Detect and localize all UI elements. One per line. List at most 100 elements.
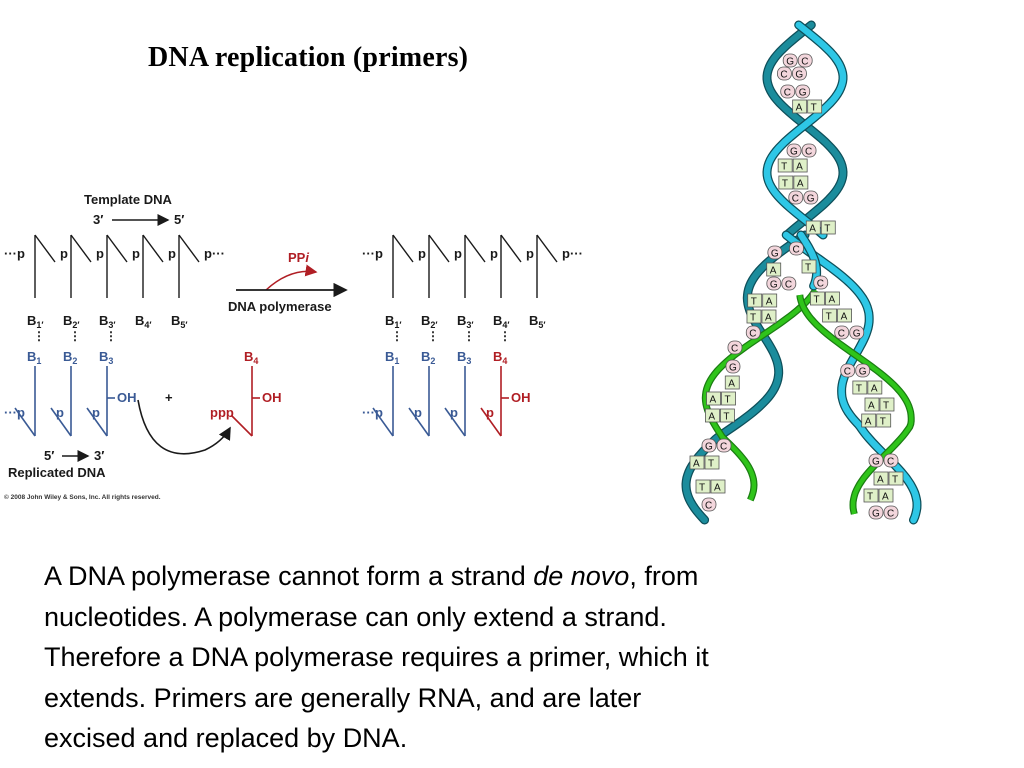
base-g: G: [701, 438, 717, 453]
ppi-release-arrow: [265, 264, 318, 291]
replicated-phosphodiester-link: [86, 407, 108, 437]
base-t: T: [852, 380, 868, 395]
template-phosphate: p: [132, 246, 140, 261]
base-t: T: [746, 309, 762, 324]
template-base: B1′: [27, 313, 44, 330]
base-g: G: [782, 53, 798, 68]
base-a: A: [710, 479, 726, 494]
base-t: T: [879, 397, 895, 412]
svg-text:G: G: [853, 329, 861, 340]
svg-text:T: T: [892, 475, 898, 486]
base-a: A: [793, 175, 809, 190]
base-g: G: [786, 143, 802, 158]
base-a: A: [705, 408, 720, 423]
base-t: T: [876, 413, 892, 428]
svg-text:G: G: [799, 88, 807, 99]
base-g: G: [868, 453, 884, 468]
three-prime-hydroxyl: OH: [511, 390, 531, 405]
svg-text:T: T: [813, 295, 819, 306]
base-c: C: [716, 438, 732, 453]
body-paragraph: A DNA polymerase cannot form a strand de…: [44, 556, 944, 759]
replicated-strand-start: ···p: [362, 405, 383, 420]
svg-text:G: G: [786, 57, 794, 68]
svg-text:T: T: [751, 297, 757, 308]
svg-text:C: C: [731, 344, 738, 355]
base-c: C: [727, 340, 743, 355]
svg-text:C: C: [817, 279, 824, 290]
svg-text:C: C: [784, 88, 791, 99]
svg-text:A: A: [766, 297, 773, 308]
template-phosphate: p: [60, 246, 68, 261]
base-t: T: [863, 488, 879, 503]
replicated-phosphate: p: [56, 405, 64, 420]
svg-text:T: T: [699, 483, 705, 494]
template-phosphodiester-link: [178, 234, 200, 263]
svg-text:G: G: [771, 249, 779, 260]
svg-text:T: T: [811, 103, 817, 114]
svg-text:G: G: [859, 367, 867, 378]
three-prime-hydroxyl: OH: [117, 390, 137, 405]
template-dir-start: 3′: [93, 212, 103, 227]
base-c: C: [789, 241, 804, 256]
svg-text:C: C: [844, 367, 851, 378]
svg-text:G: G: [872, 457, 880, 468]
svg-text:A: A: [765, 313, 772, 324]
svg-text:T: T: [880, 417, 886, 428]
svg-text:T: T: [782, 179, 788, 190]
svg-text:C: C: [749, 329, 756, 340]
replicated-dir-start: 5′: [44, 448, 54, 463]
svg-text:C: C: [785, 280, 792, 291]
replicated-phosphate: p: [486, 405, 494, 420]
replicated-base: B4: [493, 349, 507, 366]
base-c: C: [780, 84, 796, 99]
template-phosphate: p: [418, 246, 426, 261]
base-a: A: [825, 291, 840, 306]
base-a: A: [864, 397, 880, 412]
base-t: T: [778, 175, 794, 190]
svg-text:T: T: [723, 412, 729, 423]
template-base: B3′: [457, 313, 474, 330]
svg-text:A: A: [865, 417, 872, 428]
svg-text:A: A: [797, 179, 804, 190]
template-base: B5′: [529, 313, 546, 330]
base-t: T: [807, 99, 823, 114]
ppi-byproduct-label: PPi: [288, 250, 309, 265]
svg-text:A: A: [796, 162, 803, 173]
replicated-phosphodiester-link: [444, 407, 466, 437]
svg-text:A: A: [710, 395, 717, 406]
replicated-phosphodiester-link: [408, 407, 430, 437]
base-a: A: [792, 99, 808, 114]
template-phosphodiester-link: [500, 234, 522, 263]
base-t: T: [810, 291, 825, 306]
base-g: G: [849, 325, 865, 340]
body-line-3: Therefore a DNA polymerase requires a pr…: [44, 642, 709, 672]
svg-text:A: A: [841, 312, 848, 323]
template-phosphodiester-link: [392, 234, 414, 263]
slide-title: DNA replication (primers): [148, 42, 469, 73]
replicated-phosphodiester-link: [50, 407, 72, 437]
incoming-base: B4: [244, 349, 258, 366]
base-pairing-dots: ⋮: [69, 329, 81, 343]
base-g: G: [795, 84, 811, 99]
template-phosphodiester-link: [428, 234, 450, 263]
base-a: A: [878, 488, 894, 503]
template-dir-end: 5′: [174, 212, 184, 227]
body-line-1: A DNA polymerase cannot form a strand de…: [44, 561, 699, 591]
svg-text:T: T: [725, 395, 731, 406]
svg-text:T: T: [867, 492, 873, 503]
svg-text:C: C: [838, 329, 845, 340]
template-phosphodiester-link: [70, 234, 92, 263]
dna-polymerase-label: DNA polymerase: [228, 299, 332, 314]
template-phosphodiester-link: [464, 234, 486, 263]
replicated-base: B3: [99, 349, 113, 366]
svg-text:G: G: [872, 509, 880, 520]
template-phosphate: p: [454, 246, 462, 261]
base-c: C: [781, 276, 797, 291]
svg-text:C: C: [720, 442, 727, 453]
base-pairing-dots: ⋮: [33, 329, 45, 343]
svg-text:A: A: [708, 412, 715, 423]
template-base: B5′: [171, 313, 188, 330]
svg-text:T: T: [781, 162, 787, 173]
